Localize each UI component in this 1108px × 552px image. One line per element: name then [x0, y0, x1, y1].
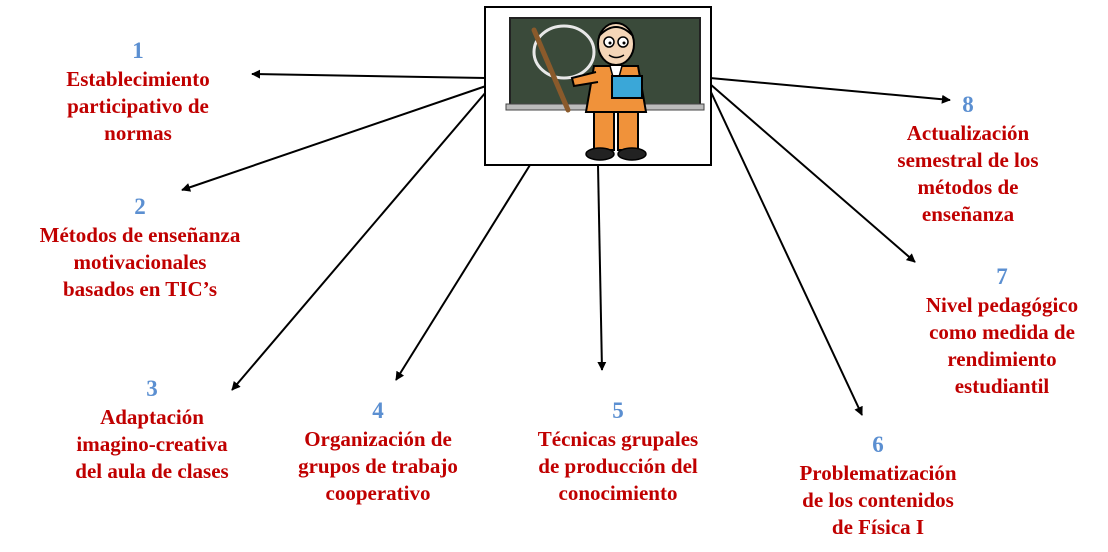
node-label: Nivel pedagógico como medida de rendimie… — [925, 293, 1079, 398]
arrow-to-node-1 — [251, 69, 487, 79]
node-number: 7 — [996, 264, 1008, 289]
node-label: Métodos de enseñanza motivacionales basa… — [39, 223, 241, 301]
teacher-illustration — [484, 6, 712, 166]
node-label: Actualización semestral de los métodos d… — [897, 121, 1039, 226]
node-label: Adaptación imagino-creativa del aula de … — [75, 405, 229, 483]
arrow-to-node-5 — [597, 164, 607, 371]
arrow-to-node-2 — [181, 85, 487, 192]
node-2: 2 Métodos de enseñanza motivacionales ba… — [0, 192, 280, 303]
node-label: Organización de grupos de trabajo cooper… — [298, 427, 458, 505]
node-number: 8 — [962, 92, 974, 117]
arrow-to-node-8 — [709, 77, 951, 104]
node-label: Técnicas grupales de producción del cono… — [537, 427, 699, 505]
node-number: 2 — [134, 194, 146, 219]
node-number: 6 — [872, 432, 884, 457]
teacher-at-blackboard-icon — [505, 17, 705, 161]
node-3: 3 Adaptación imagino-creativa del aula d… — [52, 374, 252, 485]
node-4: 4 Organización de grupos de trabajo coop… — [278, 396, 478, 507]
node-5: 5 Técnicas grupales de producción del co… — [508, 396, 728, 507]
node-label: Establecimiento participativo de normas — [66, 67, 210, 145]
node-6: 6 Problematización de los contenidos de … — [768, 430, 988, 541]
node-number: 3 — [146, 376, 158, 401]
arrow-to-node-3 — [231, 91, 487, 391]
node-number: 1 — [132, 38, 144, 63]
node-7: 7 Nivel pedagógico como medida de rendim… — [898, 262, 1106, 400]
arrow-to-node-7 — [709, 83, 916, 263]
node-1: 1 Establecimiento participativo de norma… — [28, 36, 248, 147]
node-8: 8 Actualización semestral de los métodos… — [870, 90, 1066, 228]
node-number: 4 — [372, 398, 384, 423]
node-number: 5 — [612, 398, 624, 423]
arrow-to-node-6 — [709, 89, 863, 416]
arrow-to-node-4 — [395, 164, 531, 381]
node-label: Problematización de los contenidos de Fí… — [799, 461, 957, 539]
